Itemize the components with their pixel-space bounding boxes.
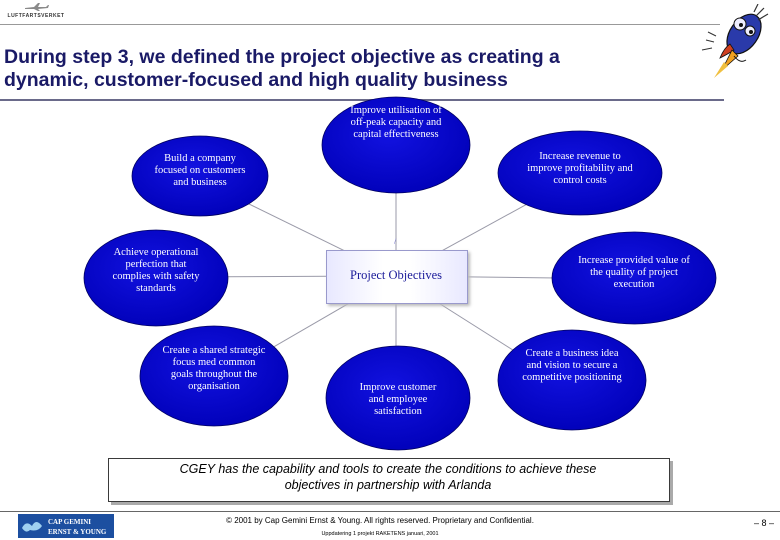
center-label: Project Objectives xyxy=(350,268,442,282)
cap-gemini-ernst-young-logo: CAP GEMINI ERNST & YOUNG xyxy=(18,514,114,538)
objective-label-bottom: Improve customer and employee satisfacti… xyxy=(359,382,437,417)
logo-text: LUFTFARTSVERKET xyxy=(7,13,65,19)
objective-label-top-right: Increase revenue to improve profitabilit… xyxy=(527,151,633,186)
objective-ellipse-top-right xyxy=(497,130,663,216)
footer-divider xyxy=(0,511,780,512)
title-line-2: dynamic, customer-focused and high quali… xyxy=(4,69,508,91)
header-divider xyxy=(0,24,720,25)
objective-ellipse-top xyxy=(321,96,471,194)
airplane-icon xyxy=(25,3,49,11)
objective-ellipse-bottom-right xyxy=(497,329,647,431)
callout-box xyxy=(108,458,670,502)
objective-ellipse-top-left xyxy=(131,135,269,217)
objective-label-bottom-left: Create a shared strategic focus med comm… xyxy=(162,345,266,392)
center-box xyxy=(326,250,468,304)
center-accent-mark: / xyxy=(394,237,397,246)
title-line-1: During step 3, we defined the project ob… xyxy=(4,46,560,68)
rocket-character-icon xyxy=(701,4,769,78)
objective-label-top-left: Build a company focused on customers and… xyxy=(154,153,246,188)
objective-ellipse-right xyxy=(551,231,717,325)
luftfartsverket-logo: LUFTFARTSVERKET xyxy=(6,2,66,24)
callout-line-1: CGEY has the capability and tools to cre… xyxy=(179,462,597,476)
page-title: During step 3, we defined the project ob… xyxy=(4,46,724,92)
objective-ellipse-left xyxy=(83,229,229,327)
objective-label-right: Increase provided value of the quality o… xyxy=(578,255,690,290)
page-number: – 8 – xyxy=(753,518,774,528)
spade-icon xyxy=(22,522,42,532)
footer-logo-line-2: ERNST & YOUNG xyxy=(48,528,107,536)
callout-line-2: objectives in partnership with Arlanda xyxy=(284,478,492,492)
footer-logo-line-1: CAP GEMINI xyxy=(48,518,91,526)
objective-label-top: Improve utilisation of off-peak capacity… xyxy=(350,105,442,140)
footer-subtext: Uppdatering 1 projekt RAKETENS januari, … xyxy=(321,531,439,537)
objective-ellipse-bottom xyxy=(325,345,471,451)
title-underline xyxy=(0,99,724,101)
objective-label-left: Achieve operational perfection that comp… xyxy=(112,247,200,294)
objective-ellipse-bottom-left xyxy=(139,325,289,427)
footer-copyright: © 2001 by Cap Gemini Ernst & Young. All … xyxy=(226,516,534,525)
callout-text: CGEY has the capability and tools to cre… xyxy=(108,461,668,493)
objective-label-bottom-right: Create a business idea and vision to sec… xyxy=(522,348,622,383)
